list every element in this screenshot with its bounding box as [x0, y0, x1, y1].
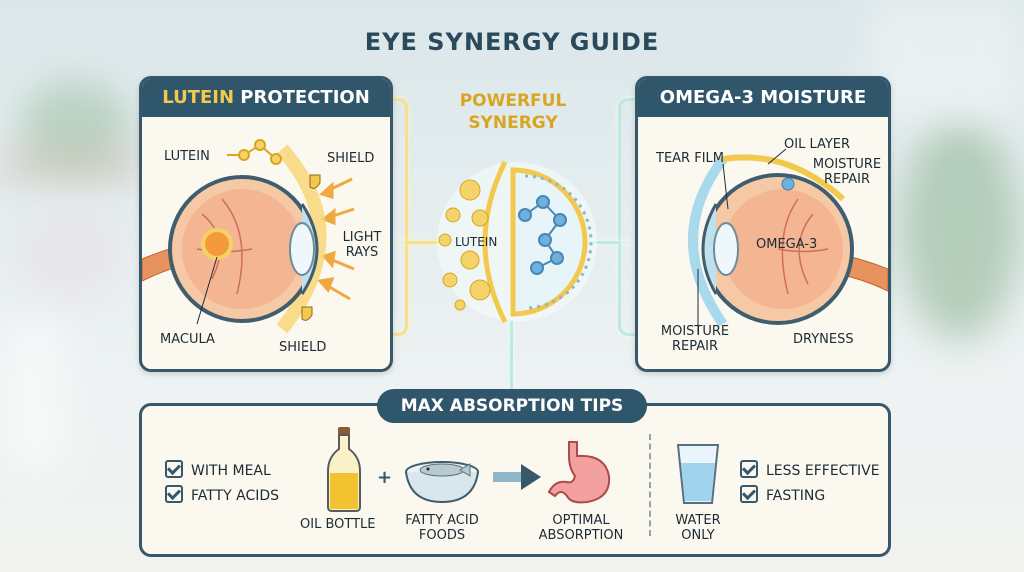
omega-lens-icon	[713, 222, 739, 276]
fatty-acid-foods-label: FATTY ACID FOODS	[405, 513, 479, 543]
tip-fasting: FASTING	[740, 485, 825, 504]
lutein-panel-title: LUTEIN PROTECTION	[142, 79, 390, 117]
lutein-title-word: LUTEIN	[162, 87, 235, 108]
omega3-molecule-icon	[518, 195, 567, 275]
connector-right-mid	[585, 241, 618, 244]
lutein-arc-icon	[482, 160, 508, 324]
shield-bottom-icon	[301, 306, 313, 321]
synergy-lutein-label: LUTEIN	[455, 235, 498, 249]
light-rays-label: LIGHT RAYS	[342, 230, 382, 260]
lutein-eye-diagram	[142, 139, 355, 334]
tip-fatty-acids: FATTY ACIDS	[165, 485, 279, 504]
synergy-graphic	[437, 160, 597, 324]
synergy-title: POWERFUL SYNERGY	[459, 91, 567, 133]
moisture-droplet-icon	[781, 177, 795, 191]
connector-right-top	[618, 98, 643, 244]
tip-less-effective: LESS EFFECTIVE	[740, 460, 880, 479]
shield-arc-icon	[276, 144, 327, 334]
absorption-tips-title: MAX ABSORPTION TIPS	[377, 389, 647, 423]
lutein-protection-panel: LUTEIN PROTECTION LUTEIN SHIEL	[139, 76, 393, 372]
oil-bottle-icon	[327, 427, 361, 512]
check-icon	[740, 460, 758, 478]
lutein-label: LUTEIN	[164, 149, 210, 164]
page-title: EYE SYNERGY GUIDE	[364, 28, 660, 56]
tip-fatty-acids-label: FATTY ACIDS	[191, 488, 280, 504]
moisture-repair-bottom-label: MOISTURE REPAIR	[660, 324, 730, 354]
fish-bowl-icon	[405, 461, 479, 504]
background-shelf-left	[0, 150, 140, 180]
tip-less-effective-label: LESS EFFECTIVE	[766, 463, 880, 479]
shield-top-label: SHIELD	[327, 151, 375, 166]
lutein-particles-icon	[438, 179, 491, 311]
tips-divider	[649, 434, 651, 536]
oil-layer-icon	[722, 154, 846, 202]
oil-layer-label: OIL LAYER	[784, 137, 851, 152]
connector-left-bottom	[383, 241, 408, 336]
water-glass-icon	[676, 444, 720, 504]
lens-icon	[289, 222, 315, 276]
tip-fasting-label: FASTING	[766, 488, 826, 504]
light-rays-icon	[317, 177, 355, 301]
background-flowers-left	[20, 210, 120, 300]
arrow-right-icon	[493, 464, 541, 490]
check-icon	[740, 485, 758, 503]
plus-sign: +	[377, 467, 393, 488]
connector-center-down	[510, 320, 513, 390]
macula-label: MACULA	[160, 332, 215, 347]
dryness-label: DRYNESS	[793, 332, 854, 347]
check-icon	[165, 485, 183, 503]
tip-with-meal: WITH MEAL	[165, 460, 271, 479]
omega3-label: OMEGA-3	[756, 237, 818, 252]
tear-film-label: TEAR FILM	[656, 151, 724, 166]
tip-with-meal-label: WITH MEAL	[191, 463, 271, 479]
macula-icon	[201, 228, 233, 260]
background-bottle-left	[5, 320, 65, 470]
shield-top-icon	[309, 174, 321, 189]
oil-bottle-label: OIL BOTTLE	[300, 517, 376, 532]
water-only-label: WATER ONLY	[675, 513, 721, 543]
check-icon	[165, 460, 183, 478]
connector-right-bottom	[618, 241, 643, 336]
moisture-repair-top-label: MOISTURE REPAIR	[812, 157, 882, 187]
optimal-absorption-label: OPTIMAL ABSORPTION	[538, 513, 624, 543]
stomach-icon	[547, 441, 611, 504]
omega3-eye-diagram	[688, 148, 888, 334]
omega3-moisture-panel: OMEGA-3 MOISTURE TEAR FILM OIL LAYER MOI…	[635, 76, 891, 372]
shield-bottom-label: SHIELD	[279, 340, 327, 355]
background-window-right	[870, 0, 1020, 120]
lutein-molecule-icon	[227, 139, 282, 165]
tear-film-icon	[688, 156, 728, 327]
background-plant-right	[900, 120, 1020, 340]
omega3-panel-title: OMEGA-3 MOISTURE	[638, 79, 888, 117]
connector-left-top	[383, 98, 408, 244]
connector-left-mid	[405, 241, 445, 244]
lutein-title-rest: PROTECTION	[234, 87, 370, 108]
